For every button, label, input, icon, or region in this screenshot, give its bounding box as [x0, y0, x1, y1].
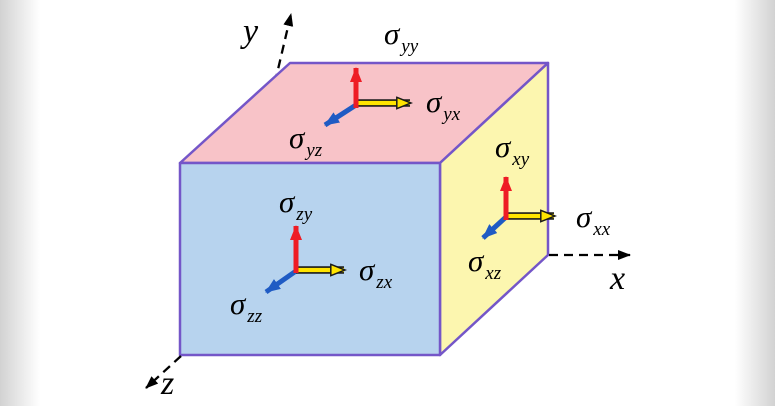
sigma-yz-sub: yz	[304, 140, 322, 161]
sigma-xx-sub: xx	[592, 219, 610, 240]
top-face-arrows	[323, 67, 410, 128]
sigma-xy-sub: xy	[511, 149, 529, 170]
sigma-yz-base: σ	[289, 120, 306, 155]
sigma-zz-base: σ	[230, 286, 247, 321]
sigma-xy-base: σ	[495, 129, 512, 164]
sigma-zy-base: σ	[279, 184, 296, 219]
sigma-zz-sub: zz	[246, 306, 262, 327]
z-axis-line	[145, 355, 182, 389]
sigma-yx-sub: yx	[441, 104, 460, 125]
sigma-yx-base: σ	[426, 84, 443, 119]
sigma-zx-sub: zx	[375, 272, 392, 293]
sigma-xx-base: σ	[576, 199, 593, 234]
sigma-yz-arrow	[323, 102, 358, 128]
front-face-arrows	[264, 225, 344, 295]
sigma-zy-sub: zy	[295, 204, 312, 225]
sigma-xz-sub: xz	[484, 263, 501, 284]
sigma-zz-arrow	[264, 268, 298, 295]
sigma-yy-sub: yy	[399, 36, 418, 57]
cube-face-front	[178, 161, 442, 357]
sigma-yy-base: σ	[384, 16, 401, 51]
x-axis-label: x	[609, 260, 625, 297]
sigma-xz-arrow	[481, 215, 508, 240]
sigma-xz-base: σ	[468, 243, 485, 278]
y-axis-label: y	[240, 13, 259, 50]
right-face-arrows	[481, 176, 554, 240]
sigma-zx-base: σ	[359, 252, 376, 287]
z-axis-label: z	[160, 365, 174, 402]
